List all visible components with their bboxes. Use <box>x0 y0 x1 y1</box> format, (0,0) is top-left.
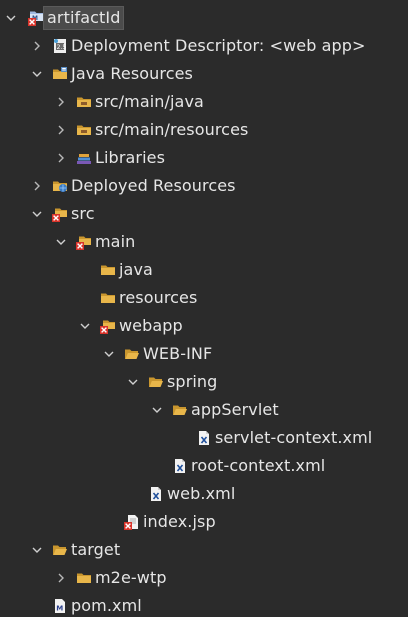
tree-item-label: target <box>71 540 121 559</box>
tree-item[interactable]: webapp <box>0 312 408 340</box>
libraries-icon <box>76 150 92 166</box>
chevron-down-icon[interactable] <box>101 340 117 368</box>
tree-item-label: pom.xml <box>71 596 142 615</box>
tree-item[interactable]: src/main/java <box>0 88 408 116</box>
chevron-down-icon[interactable] <box>125 368 141 396</box>
chevron-down-icon[interactable] <box>53 228 69 256</box>
tree-item[interactable]: src/main/resources <box>0 116 408 144</box>
tree-item-label: Deployment Descriptor: <web app> <box>71 36 366 55</box>
folder-error-icon <box>100 318 116 334</box>
tree-item[interactable]: Libraries <box>0 144 408 172</box>
tree-item[interactable]: root-context.xml <box>0 452 408 480</box>
xml-file-icon <box>148 486 164 502</box>
xml-file-icon <box>196 430 212 446</box>
tree-item-label: spring <box>167 372 218 391</box>
chevron-right-icon[interactable] <box>29 32 45 60</box>
tree-item[interactable]: m2e-wtp <box>0 564 408 592</box>
tree-item[interactable]: index.jsp <box>0 508 408 536</box>
tree-item-label: artifactId <box>42 6 125 30</box>
folder-open-icon <box>124 346 140 362</box>
folder-open-icon <box>52 542 68 558</box>
tree-item[interactable]: main <box>0 228 408 256</box>
svg-text:2.5: 2.5 <box>57 44 67 51</box>
tree-item[interactable]: spring <box>0 368 408 396</box>
tree-item[interactable]: Deployed Resources <box>0 172 408 200</box>
xml-file-icon <box>172 458 188 474</box>
tree-item[interactable]: web.xml <box>0 480 408 508</box>
chevron-down-icon[interactable] <box>77 312 93 340</box>
chevron-right-icon[interactable] <box>53 88 69 116</box>
source-folder-icon <box>76 94 92 110</box>
jsp-error-icon <box>124 514 140 530</box>
tree-item-label: Deployed Resources <box>71 176 236 195</box>
tree-item[interactable]: src <box>0 200 408 228</box>
tree-item-label: src <box>71 204 95 223</box>
folder-open-icon <box>148 374 164 390</box>
tree-item[interactable]: servlet-context.xml <box>0 424 408 452</box>
tree-item-label: src/main/resources <box>95 120 249 139</box>
java-resources-icon <box>52 66 68 82</box>
folder-open-icon <box>172 402 188 418</box>
chevron-down-icon[interactable] <box>149 396 165 424</box>
folder-icon <box>100 262 116 278</box>
tree-item-label: Java Resources <box>71 64 193 83</box>
tree-item-label: Libraries <box>95 148 166 167</box>
tree-item-label: main <box>95 232 136 251</box>
chevron-down-icon[interactable] <box>29 536 45 564</box>
tree-item[interactable]: 2.5 Deployment Descriptor: <web app> <box>0 32 408 60</box>
folder-icon <box>100 290 116 306</box>
folder-icon <box>76 570 92 586</box>
tree-item-label: src/main/java <box>95 92 204 111</box>
tree-item-label: java <box>119 260 153 279</box>
folder-error-icon <box>76 234 92 250</box>
tree-item-label: web.xml <box>167 484 236 503</box>
tree-item-label: resources <box>119 288 198 307</box>
tree-item-label: root-context.xml <box>191 456 326 475</box>
tree-item-label: appServlet <box>191 400 279 419</box>
chevron-down-icon[interactable] <box>29 200 45 228</box>
tree-item[interactable]: M artifactId <box>0 4 408 32</box>
chevron-right-icon[interactable] <box>53 116 69 144</box>
tree-item-label: webapp <box>119 316 183 335</box>
tree-item-label: index.jsp <box>143 512 216 531</box>
tree-item-label: m2e-wtp <box>95 568 167 587</box>
tree-item[interactable]: WEB-INF <box>0 340 408 368</box>
tree-item[interactable]: appServlet <box>0 396 408 424</box>
deployed-resources-icon <box>52 178 68 194</box>
chevron-down-icon[interactable] <box>3 4 19 32</box>
tree-item[interactable]: resources <box>0 284 408 312</box>
chevron-right-icon[interactable] <box>29 172 45 200</box>
tree-item[interactable]: M pom.xml <box>0 592 408 617</box>
chevron-right-icon[interactable] <box>53 564 69 592</box>
tree-item[interactable]: java <box>0 256 408 284</box>
maven-pom-icon: M <box>52 598 68 614</box>
tree-item-label: servlet-context.xml <box>215 428 373 447</box>
tree-item[interactable]: Java Resources <box>0 60 408 88</box>
tree-item-label: WEB-INF <box>143 344 213 363</box>
deployment-descriptor-icon: 2.5 <box>52 38 68 54</box>
source-folder-icon <box>76 122 92 138</box>
svg-text:M: M <box>56 605 63 613</box>
chevron-down-icon[interactable] <box>29 60 45 88</box>
folder-error-icon <box>52 206 68 222</box>
chevron-right-icon[interactable] <box>53 144 69 172</box>
project-error-icon: M <box>28 10 44 26</box>
tree-item[interactable]: target <box>0 536 408 564</box>
